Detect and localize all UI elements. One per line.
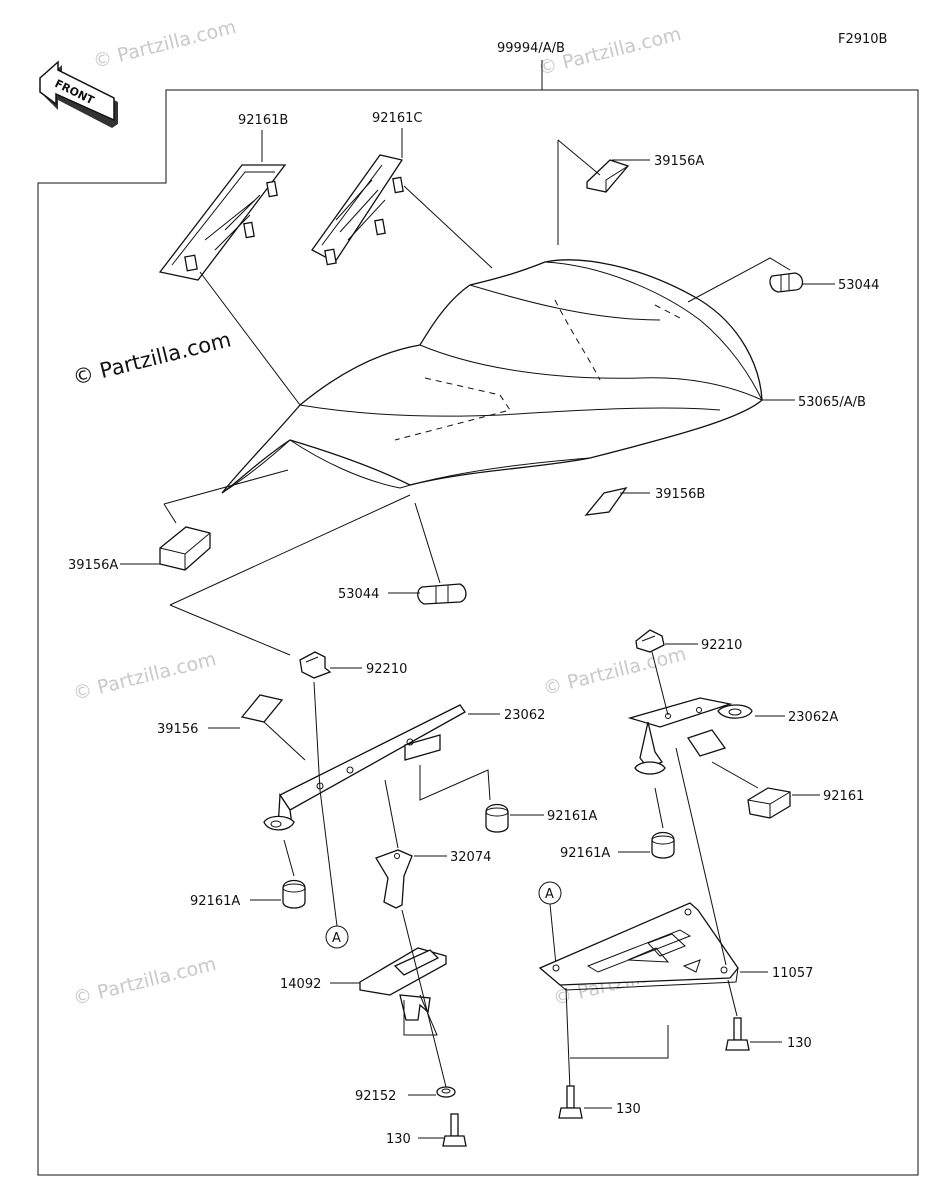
damper-left: 92161A [190,839,306,909]
clip-bottom: 53044 [338,502,467,605]
label-seat-cover: 53065/A/B [798,395,866,410]
seat-cover: 53065/A/B [221,259,866,494]
label-clip-right: 53044 [838,278,879,293]
label-cap-left: 92161B [238,113,288,128]
nut-left: 92210 [299,651,407,679]
pad-right: 39156B [584,486,705,516]
label-stay: 32074 [450,850,491,865]
nut-right: 92210 [635,629,742,716]
bracket-right: 23062A [627,697,838,775]
callout-a-left: A [313,681,349,949]
leader-line [169,604,291,656]
label-kit: 99994/A/B [497,41,565,56]
label-clip-bottom: 53044 [338,587,379,602]
bracket-left: 23062 [263,704,545,831]
label-pad-top: 39156A [654,154,704,169]
watermark: © Partzilla.com [71,953,219,1010]
label-damper-left: 92161A [190,894,240,909]
label-plate: 11057 [772,966,813,981]
label-pad-left: 39156A [68,558,118,573]
bolt-middle: 130 [558,1085,641,1119]
damper-small: 92161 [711,761,864,819]
label-holder: 14092 [280,977,321,992]
plate: 11057 [538,747,813,1091]
label-damper-center: 92161A [547,809,597,824]
label-bracket-left: 23062 [504,708,545,723]
callout-letter: A [545,887,554,902]
kit-frame [37,60,919,1176]
watermark: © Partzilla.com [71,648,219,705]
holder: 14092 [280,909,447,1088]
label-bolt-middle: 130 [616,1102,641,1117]
watermark: © Partzilla.com [91,16,239,73]
front-arrow-icon: FRONT [39,60,118,128]
leader-line [169,494,411,606]
cap-right: 92161C [311,111,493,269]
copyright-watermark: © Partzilla.com [70,327,233,389]
label-bracket-right: 23062A [788,710,838,725]
washer: 92152 [355,1086,456,1104]
bolt-bottom-left: 130 [386,1113,467,1147]
pad-left: 39156A [68,469,289,573]
pad-top: 39156A [557,139,704,245]
stay: 32074 [375,779,491,909]
clip-right: 53044 [687,257,879,303]
label-damper-right: 92161A [560,846,610,861]
label-cap-right: 92161C [372,111,422,126]
label-nut-right: 92210 [701,638,742,653]
watermark: © Partzilla.com [541,643,689,700]
pad-bracket: 39156 [157,694,306,761]
label-bolt-right: 130 [787,1036,812,1051]
label-nut-left: 92210 [366,662,407,677]
damper-right: 92161A [560,787,675,861]
cap-left: 92161B [158,113,301,406]
damper-center: 92161A [419,765,597,833]
callout-letter: A [332,931,341,946]
bolt-right: 130 [725,979,812,1051]
callout-a-right: A [538,881,562,966]
label-washer: 92152 [355,1089,396,1104]
label-bolt-bottom-left: 130 [386,1132,411,1147]
label-damper-small: 92161 [823,789,864,804]
label-pad-bracket: 39156 [157,722,198,737]
figure-code: F2910B [838,32,887,47]
label-pad-right: 39156B [655,487,705,502]
